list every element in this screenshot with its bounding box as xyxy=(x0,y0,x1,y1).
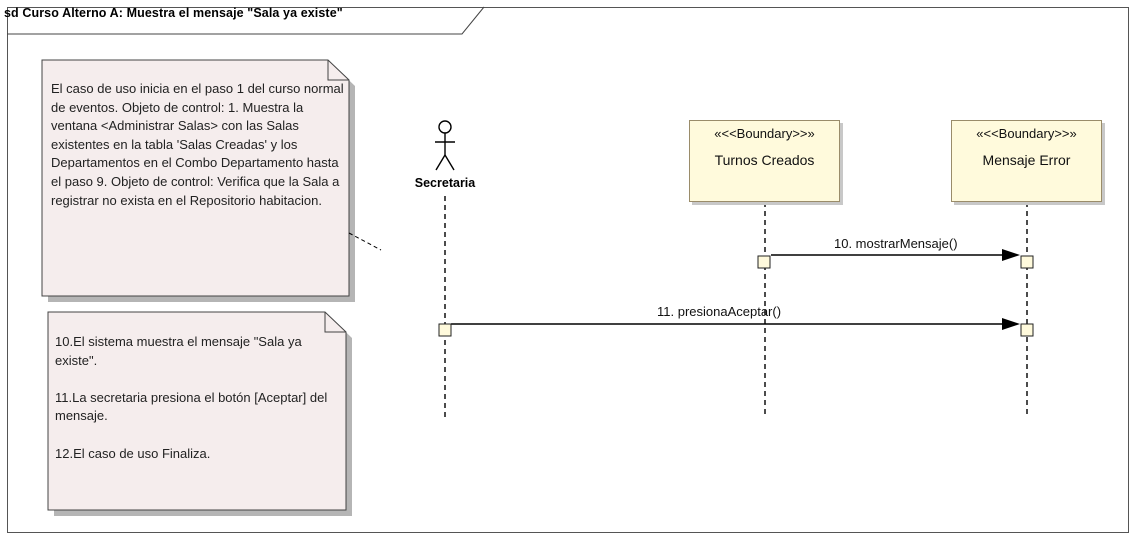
boundary-mensaje-stereotype: «<<Boundary>>» xyxy=(976,126,1077,141)
boundary-turnos-creados: «<<Boundary>>» Turnos Creados xyxy=(689,120,840,202)
activation-secretaria-m11 xyxy=(438,323,452,337)
boundary-turnos-name: Turnos Creados xyxy=(714,152,815,168)
note-2-step-11: 11.La secretaria presiona el botón [Acep… xyxy=(55,389,328,424)
message-10-arrow xyxy=(771,249,1020,261)
boundary-mensaje-error: «<<Boundary>>» Mensaje Error xyxy=(951,120,1102,202)
message-11-arrow xyxy=(451,318,1020,330)
note-2-step-10: 10.El sistema muestra el mensaje "Sala y… xyxy=(55,334,302,368)
actor-stick-figure-icon xyxy=(435,120,455,171)
note-2-shape xyxy=(47,311,352,516)
frame-title-tab xyxy=(7,6,485,35)
activation-turnos-m10 xyxy=(757,255,771,269)
note-1-shape xyxy=(41,59,355,302)
note-2-text: 10.El sistema muestra el mensaje "Sala y… xyxy=(55,333,340,482)
frame-title: sd Curso Alterno A: Muestra el mensaje "… xyxy=(4,6,343,20)
note-2-step-12: 12.El caso de uso Finaliza. xyxy=(55,445,211,461)
activation-mensaje-m11 xyxy=(1020,323,1034,337)
boundary-mensaje-name: Mensaje Error xyxy=(982,152,1071,168)
actor-label-secretaria: Secretaria xyxy=(414,176,476,190)
activation-mensaje-m10 xyxy=(1020,255,1034,269)
boundary-turnos-stereotype: «<<Boundary>>» xyxy=(714,126,815,141)
message-11-label: 11. presionaAceptar() xyxy=(657,304,782,319)
sequence-diagram-frame xyxy=(7,7,1129,533)
note-1-text: El caso de uso inicia en el paso 1 del c… xyxy=(51,81,344,208)
note-anchor-link xyxy=(348,232,382,251)
message-10-label: 10. mostrarMensaje() xyxy=(834,236,958,251)
